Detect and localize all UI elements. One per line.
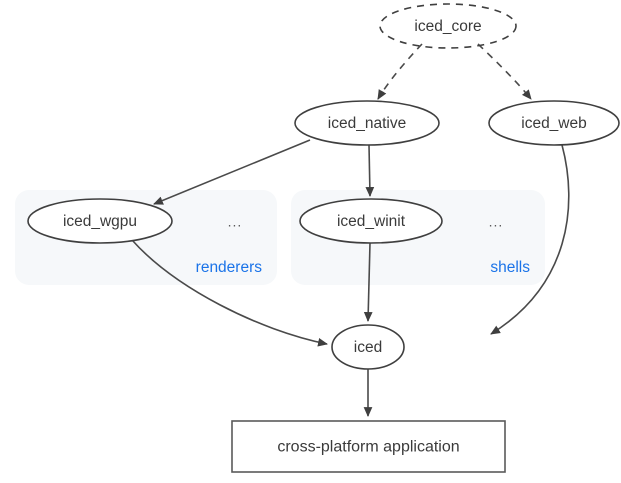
edge-iced-wgpu-to-iced <box>131 239 328 347</box>
node-iced-native-shape <box>294 100 440 146</box>
cluster-renderers-label: renderers <box>196 259 263 276</box>
node-iced-winit-label: iced_winit <box>337 213 406 230</box>
node-iced-shape <box>331 324 405 370</box>
node-iced-winit[interactable]: iced_winit <box>299 198 443 244</box>
node-iced-native-label: iced_native <box>328 115 406 132</box>
node-iced-wgpu-label: iced_wgpu <box>63 213 137 230</box>
node-iced-core-label: iced_core <box>414 18 481 35</box>
cluster-shells-label: shells <box>490 259 530 276</box>
edge-iced-native-to-iced-wgpu <box>153 139 311 205</box>
node-iced-native[interactable]: iced_native <box>294 100 440 146</box>
node-iced-winit-shape <box>299 198 443 244</box>
node-application[interactable]: cross-platform application <box>231 420 506 473</box>
node-iced-core-shape <box>379 3 517 49</box>
edge-iced-winit-to-iced <box>363 242 373 322</box>
edges-layer <box>131 43 570 417</box>
edge-iced-native-to-iced-winit <box>365 144 375 197</box>
node-application-label: cross-platform application <box>277 439 459 456</box>
node-iced-web[interactable]: iced_web <box>488 100 620 146</box>
node-iced[interactable]: iced <box>331 324 405 370</box>
shells-more-icon: ... <box>489 214 504 230</box>
node-iced-label: iced <box>354 339 382 356</box>
node-iced-core[interactable]: iced_core <box>379 3 517 49</box>
renderers-more-icon: ... <box>228 214 243 230</box>
node-iced-web-label: iced_web <box>521 115 587 132</box>
node-iced-web-shape <box>488 100 620 146</box>
edge-iced-core-to-iced-web <box>477 43 532 100</box>
edge-iced-core-to-iced-native <box>377 43 423 100</box>
edge-iced-web-to-iced <box>490 144 570 335</box>
node-iced-wgpu[interactable]: iced_wgpu <box>27 198 173 244</box>
node-iced-wgpu-shape <box>27 198 173 244</box>
node-application-shape <box>231 420 506 473</box>
